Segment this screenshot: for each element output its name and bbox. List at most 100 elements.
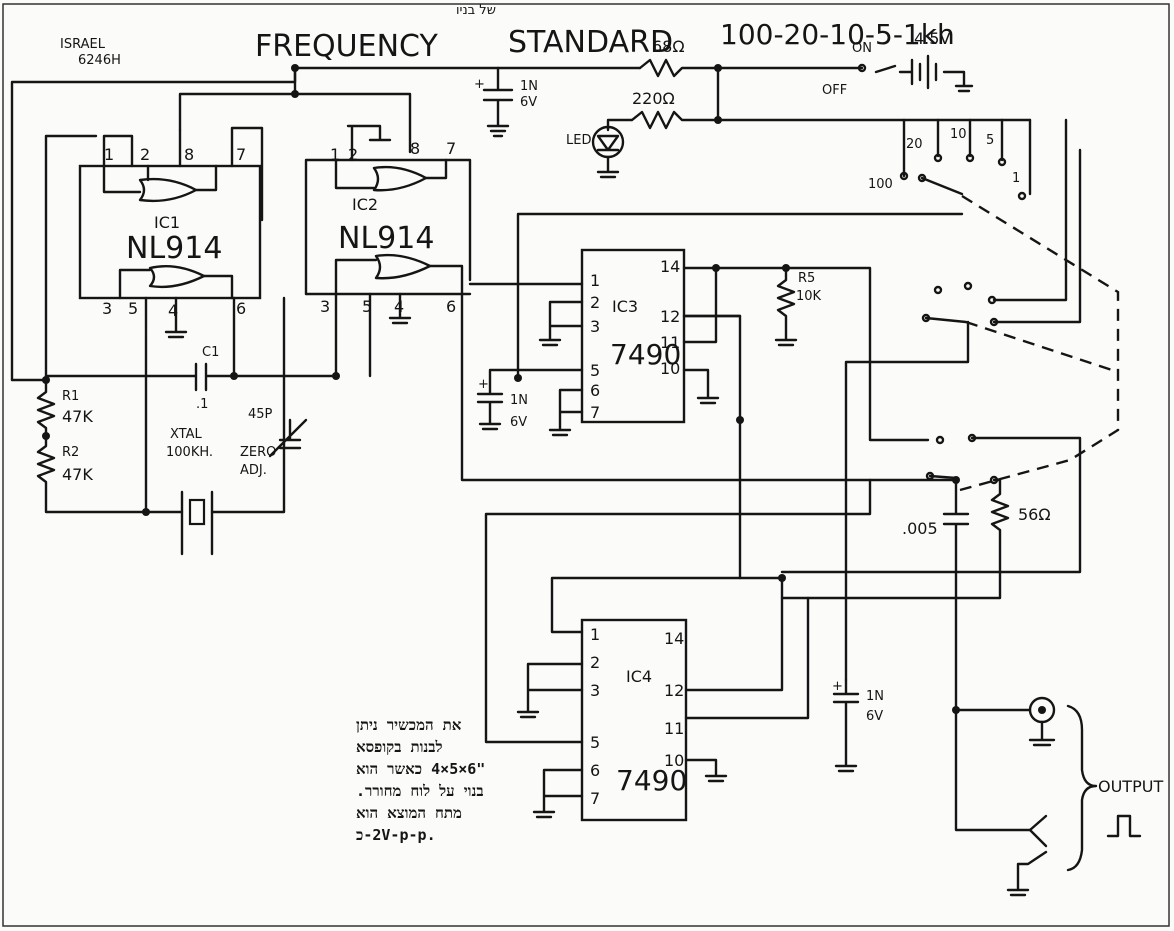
ic3-pin-5: 5	[590, 361, 600, 380]
note-line-4: בנוי על לוח מחורר.	[356, 782, 484, 800]
sel-1: 1	[1012, 171, 1020, 186]
svg-text:+: +	[474, 77, 485, 92]
page-border	[2, 3, 1170, 927]
ic3-part-number: 7490	[610, 338, 681, 371]
ic3-cap-label: 1N	[510, 393, 528, 408]
sel-10: 10	[950, 127, 967, 142]
ic2-pin-2: 2	[348, 145, 358, 164]
ic2-pin-5: 5	[362, 297, 372, 316]
ic1-name: IC1	[154, 213, 180, 232]
ic3-pin-12: 12	[660, 307, 680, 326]
r-68-label: 68Ω	[652, 37, 685, 56]
ic4-pin-5: 5	[590, 733, 600, 752]
r2-value: 47K	[62, 465, 93, 484]
ic4-pin-10: 10	[664, 751, 684, 770]
r5-value: 10K	[796, 289, 822, 304]
xtal-label: XTAL	[170, 427, 203, 442]
ic2-pin-8: 8	[410, 139, 420, 158]
ic4-part-number: 7490	[616, 764, 687, 797]
output-network: .005 56Ω OUTPUT + 1N 6V	[780, 478, 1163, 897]
ic3-cap-volt: 6V	[510, 415, 527, 430]
r1-value: 47K	[62, 407, 93, 426]
title-standard: STANDARD	[508, 25, 673, 60]
c1-label: C1	[202, 345, 219, 360]
zero-adj-1: ZERO	[240, 445, 276, 460]
ic4-name: IC4	[626, 667, 652, 686]
ic3-pin-6: 6	[590, 381, 600, 400]
res-56-label: 56Ω	[1018, 505, 1051, 524]
cap-005-label: .005	[902, 519, 938, 538]
battery-label: 4.5V	[914, 29, 950, 48]
note-line-5: מתח המוצא הוא	[356, 804, 462, 822]
ic3-pin-3: 3	[590, 317, 600, 336]
ic1-pin-7: 7	[236, 145, 246, 164]
switch-on-label: ON	[852, 41, 872, 56]
ic1-pin-5: 5	[128, 299, 138, 318]
ic4-pin-14: 14	[664, 629, 684, 648]
ic1-pin-4: 4	[168, 301, 178, 320]
ic4-pin-6: 6	[590, 761, 600, 780]
ic1-pin-2: 2	[140, 145, 150, 164]
top-hebrew-note: של בניו	[456, 3, 496, 18]
ic3-pin-2: 2	[590, 293, 600, 312]
ic2-part-number: NL914	[338, 221, 434, 256]
c1-value: .1	[196, 397, 208, 412]
ic4-pin-1: 1	[590, 625, 600, 644]
ic1-pin-1: 1	[104, 145, 114, 164]
note-line-6: .2V-p-p-כ	[356, 826, 436, 844]
ic2-name: IC2	[352, 195, 378, 214]
r1-label: R1	[62, 389, 79, 404]
ic1-part-number: NL914	[126, 231, 222, 266]
ic1-block: 1 2 8 7 3 5 4 6 IC1 NL914	[78, 126, 264, 514]
sel-20: 20	[906, 137, 923, 152]
corner-note-2: 6246H	[78, 53, 121, 68]
ic2-pin-3: 3	[320, 297, 330, 316]
ic4-pin-2: 2	[590, 653, 600, 672]
note-line-3: "6×5×4 כאשר הוא	[356, 760, 485, 778]
xtal-frequency: 100KH.	[166, 445, 213, 460]
note-line-2: לבנות בקופסא	[356, 738, 443, 756]
switch-off-label: OFF	[822, 83, 847, 98]
ic4-pin-11: 11	[664, 719, 684, 738]
svg-text:+: +	[832, 679, 843, 694]
cap-out-volt: 6V	[866, 709, 883, 724]
corner-note-1: ISRAEL	[60, 37, 106, 52]
square-pulse-icon	[1106, 814, 1142, 838]
ic2-pin-4: 4	[394, 297, 404, 316]
r5-label: R5	[798, 271, 815, 286]
ic3-pin-11: 11	[660, 333, 680, 352]
ic1-pin-3: 3	[102, 299, 112, 318]
ic4-block: 1 2 3 5 6 7 14 12 11 10 IC4 7490	[484, 314, 872, 822]
title-frequency: FREQUENCY	[255, 29, 438, 64]
sel-5: 5	[986, 133, 994, 148]
output-label: OUTPUT	[1098, 777, 1163, 796]
ic3-name: IC3	[612, 297, 638, 316]
ic3-pin-14: 14	[660, 257, 680, 276]
ic3-pin-1: 1	[590, 271, 600, 290]
ic2-pin-7: 7	[446, 139, 456, 158]
sel-100: 100	[868, 177, 893, 192]
cap-out-label: 1N	[866, 689, 884, 704]
frequency-list: 100-20-10-5-1kh	[720, 18, 955, 51]
cap-6v-top-label: 6V	[520, 95, 537, 110]
svg-text:+: +	[478, 377, 489, 392]
ic1-pin-8: 8	[184, 145, 194, 164]
power-section: 68Ω + 1N 6V ON OFF 4.5V 220Ω LED	[10, 29, 1032, 382]
ic3-pin-7: 7	[590, 403, 600, 422]
note-line-1: את המכשיר ניתן	[356, 716, 462, 734]
ic2-block: 1 2 8 7 3 5 4 6 IC2 NL914	[304, 124, 472, 378]
cap-1n-top-label: 1N	[520, 79, 538, 94]
ic1-pin-6: 6	[236, 299, 246, 318]
trimmer-label: 45P	[248, 407, 273, 422]
ic3-pin-10: 10	[660, 359, 680, 378]
ic4-pin-12: 12	[664, 681, 684, 700]
led-label: LED	[566, 133, 591, 148]
ic4-pin-3: 3	[590, 681, 600, 700]
led-resistor-label: 220Ω	[632, 89, 675, 108]
ic2-pin-1: 1	[330, 145, 340, 164]
ic3-block: + 1N 6V R5 10K 1 2 3 5 6 7 14 12 11 10 I…	[460, 212, 964, 580]
ic4-pin-7: 7	[590, 789, 600, 808]
ic2-pin-6: 6	[446, 297, 456, 316]
